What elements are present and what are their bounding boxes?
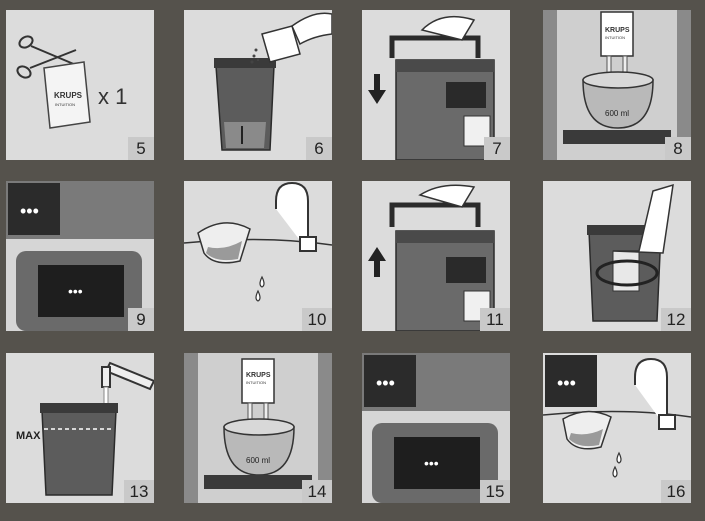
svg-text:KRUPS: KRUPS: [246, 372, 271, 379]
tap-icon: [275, 181, 317, 252]
falling-powder: [250, 48, 260, 64]
display-screen: [38, 265, 124, 317]
hand: [420, 15, 476, 41]
step-11-panel: 11: [362, 181, 510, 331]
coffee-machine: [395, 230, 495, 331]
hand: [612, 183, 674, 254]
fill-tank-max-illustration: MAX: [16, 361, 154, 496]
insert-tank-illustration: [368, 15, 495, 160]
water-drops: [255, 275, 265, 302]
bowl: [582, 71, 654, 129]
bowl-volume-label: 600 ml: [246, 456, 270, 465]
descaling-sachet: KRUPS INTUITION: [43, 61, 91, 129]
bowl-under-spout-illustration: KRUPS INTUITION 600 ml: [543, 10, 691, 160]
control-panel-illustration: ••• •••: [362, 353, 510, 503]
step-15-panel: ••• ••• 15: [362, 353, 510, 503]
step-7-panel: 7: [362, 10, 510, 160]
step-number: 8: [665, 137, 691, 160]
tap-spout: [101, 361, 154, 391]
svg-text:•••: •••: [20, 201, 39, 221]
tank-handle: [389, 35, 481, 58]
svg-text:KRUPS: KRUPS: [54, 91, 83, 100]
step-13-panel: MAX 13: [6, 353, 154, 503]
water-drops: [612, 451, 622, 478]
remove-tank-illustration: [368, 184, 495, 331]
hand: [418, 184, 476, 208]
water-tank-tilted: [197, 222, 251, 264]
step-14-panel: KRUPS INTUITION 600 ml 14: [184, 353, 332, 503]
tank-handle: [389, 202, 481, 227]
max-level-label: MAX: [16, 430, 41, 442]
step-5-panel: KRUPS INTUITION x 1 5: [6, 10, 154, 160]
step-10-panel: 10: [184, 181, 332, 331]
bowl-volume-label: 600 ml: [605, 109, 629, 118]
svg-text:INTUITION: INTUITION: [605, 35, 625, 40]
arrow-up-icon: [368, 247, 386, 277]
coffee-spout: [241, 358, 275, 404]
svg-text:•••: •••: [424, 455, 439, 471]
step-9-panel: ••• ••• 9: [6, 181, 154, 331]
empty-tank-at-tap-illustration: •••: [543, 355, 691, 478]
step-12-panel: 12: [543, 181, 691, 331]
drip-tray: [563, 130, 671, 144]
coffee-machine: [395, 59, 495, 160]
step-number: 9: [128, 308, 154, 331]
svg-text:INTUITION: INTUITION: [55, 102, 75, 107]
svg-text:•••: •••: [376, 373, 395, 393]
step-number: 11: [480, 308, 510, 331]
water-tank: [214, 58, 276, 151]
step-number: 6: [306, 137, 332, 160]
bowl-under-spout-illustration: KRUPS INTUITION 600 ml: [184, 353, 332, 503]
bowl: [223, 418, 295, 476]
tap-icon: [634, 357, 676, 430]
menu-dots-button: [364, 355, 416, 407]
pour-powder-illustration: [214, 12, 332, 151]
scissors-icon: [16, 35, 77, 79]
step-8-panel: KRUPS INTUITION 600 ml 8: [543, 10, 691, 160]
step-number: 13: [124, 480, 154, 503]
svg-text:•••: •••: [68, 283, 83, 299]
insert-filter-illustration: [587, 183, 674, 322]
water-tank-tilted: [562, 410, 612, 450]
step-number: 7: [484, 137, 510, 160]
step-number: 14: [302, 480, 332, 503]
quantity-label: x 1: [98, 84, 127, 109]
coffee-spout: [600, 11, 634, 57]
display-screen: [394, 437, 480, 489]
svg-text:KRUPS: KRUPS: [605, 27, 630, 34]
drip-tray: [204, 475, 312, 489]
filter-cartridge: [595, 250, 659, 292]
svg-text:INTUITION: INTUITION: [246, 380, 266, 385]
step-16-panel: ••• 16: [543, 353, 691, 503]
scissors-sachet-illustration: KRUPS INTUITION x 1: [16, 35, 127, 129]
step-6-panel: 6: [184, 10, 332, 160]
control-panel-illustration: ••• •••: [6, 181, 154, 331]
arrow-down-icon: [368, 74, 386, 104]
svg-text:•••: •••: [557, 373, 576, 393]
step-number: 5: [128, 137, 154, 160]
menu-dots-button: [8, 183, 60, 235]
step-number: 12: [661, 308, 691, 331]
water-tank: [40, 403, 118, 496]
menu-dots-button: [545, 355, 597, 407]
step-number: 15: [480, 480, 510, 503]
hand-with-sachet: [261, 12, 332, 63]
step-number: 10: [302, 308, 332, 331]
step-number: 16: [661, 480, 691, 503]
empty-tank-at-tap-illustration: [184, 181, 332, 302]
